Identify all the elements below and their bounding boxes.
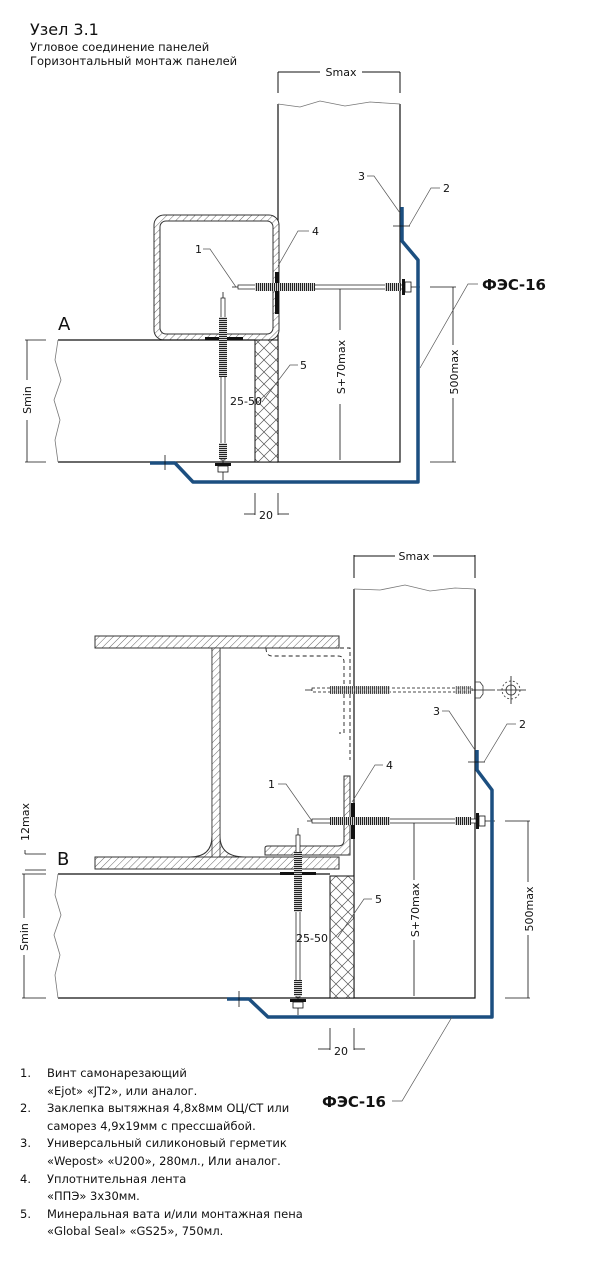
- dim-smax-label-b: Smax: [399, 550, 430, 563]
- svg-text:4: 4: [312, 225, 319, 238]
- callout-1-a: 1: [195, 243, 237, 288]
- detail-a: Smax: [21, 66, 546, 522]
- hidden-bracket: [265, 647, 351, 760]
- dim-500-b: 500max: [505, 820, 536, 999]
- screw-vertical-b: [290, 828, 306, 1015]
- screw-horizontal-a: [232, 279, 420, 295]
- dim-25-50-a: 25-50: [230, 395, 262, 408]
- dim-smax-a: Smax: [277, 66, 401, 93]
- svg-text:1: 1: [195, 243, 202, 256]
- subtitle-line-1: Угловое соединение панелей: [30, 40, 210, 54]
- vertical-panel-b: [353, 589, 476, 999]
- screw-horizontal-b: [307, 813, 495, 829]
- screw-hidden-b: [305, 676, 526, 704]
- dim-500-a: 500max: [430, 286, 461, 463]
- svg-text:2: 2: [443, 182, 450, 195]
- break-line-b-left: [53, 873, 62, 999]
- dim-s70-b: S+70max: [409, 823, 422, 996]
- callout-2-b: 2: [483, 718, 526, 763]
- detail-label-b: B: [57, 849, 69, 870]
- seal-tape-a: [275, 272, 279, 314]
- flashing-a: [150, 207, 420, 484]
- dim-500-label-b: 500max: [523, 886, 536, 931]
- svg-text:5: 5: [300, 359, 307, 372]
- legend-item-4: 4. Уплотнительная лента«ППЭ» 3х30мм.: [20, 1171, 187, 1204]
- angle-bracket: [264, 775, 351, 856]
- break-line-a-top: [277, 100, 401, 108]
- dim-500-label: 500max: [448, 349, 461, 394]
- dim-smin-b: Smin: [18, 873, 46, 999]
- flashing-label-b: ФЭС-16: [322, 1093, 386, 1111]
- callout-4-b: 4: [351, 759, 393, 803]
- dim-25-50-b: 25-50: [296, 932, 328, 945]
- svg-text:4: 4: [386, 759, 393, 772]
- header: Узел 3.1 Угловое соединение панелей Гори…: [30, 20, 237, 68]
- detail-b: Smax: [18, 550, 536, 1111]
- svg-text:2: 2: [519, 718, 526, 731]
- break-line-a-left: [53, 339, 62, 463]
- dim-smax-b: Smax: [353, 550, 476, 578]
- svg-text:5: 5: [375, 893, 382, 906]
- node-title: Узел 3.1: [30, 20, 99, 39]
- legend-item-3: 3. Универсальный силиконовый герметик«We…: [20, 1136, 287, 1168]
- svg-text:3: 3: [433, 705, 440, 718]
- legend-item-1: 1. Винт самонарезающий«Ejot» «JT2», или …: [20, 1066, 198, 1098]
- dim-s70-a: S+70max: [335, 289, 348, 460]
- detail-label-a: A: [58, 314, 71, 335]
- dim-smax-label: Smax: [326, 66, 357, 79]
- legend: 1. Винт самонарезающий«Ejot» «JT2», или …: [20, 1065, 303, 1241]
- svg-text:3: 3: [358, 170, 365, 183]
- legend-item-5: 5. Минеральная вата и/или монтажная пена…: [20, 1206, 303, 1239]
- dim-smin-label-b: Smin: [18, 923, 31, 951]
- callout-3-b: 3: [433, 705, 476, 751]
- callout-5-b: 5: [337, 893, 382, 938]
- dim-12max-label: 12max: [19, 803, 32, 841]
- callout-2-a: 2: [408, 182, 450, 227]
- callout-5-a: 5: [261, 359, 307, 403]
- callout-1-b: 1: [268, 778, 313, 822]
- dim-smin-label: Smin: [21, 386, 34, 414]
- flashing-label-a: ФЭС-16: [482, 276, 546, 294]
- dim-12max-b: 12max: [19, 803, 46, 871]
- dim-20-label: 20: [259, 509, 273, 522]
- dim-20-label-b: 20: [334, 1045, 348, 1058]
- subtitle-line-2: Горизонтальный монтаж панелей: [30, 54, 238, 68]
- screw-vertical-a: [215, 292, 231, 480]
- callout-3-a: 3: [358, 170, 401, 214]
- dim-s70-label: S+70max: [335, 339, 348, 394]
- i-beam: [94, 635, 340, 870]
- svg-text:1: 1: [268, 778, 275, 791]
- dim-20-a: 20: [244, 493, 289, 522]
- dim-s70-label-b: S+70max: [409, 882, 422, 937]
- dim-smin-a: Smin: [21, 339, 46, 463]
- callout-4-a: 4: [277, 225, 319, 267]
- flashing-b: [227, 750, 494, 1019]
- insulation-b: [329, 875, 355, 999]
- insulation-a: [254, 339, 279, 463]
- dim-20-b: 20: [318, 1028, 365, 1058]
- break-line-b-top: [353, 584, 476, 592]
